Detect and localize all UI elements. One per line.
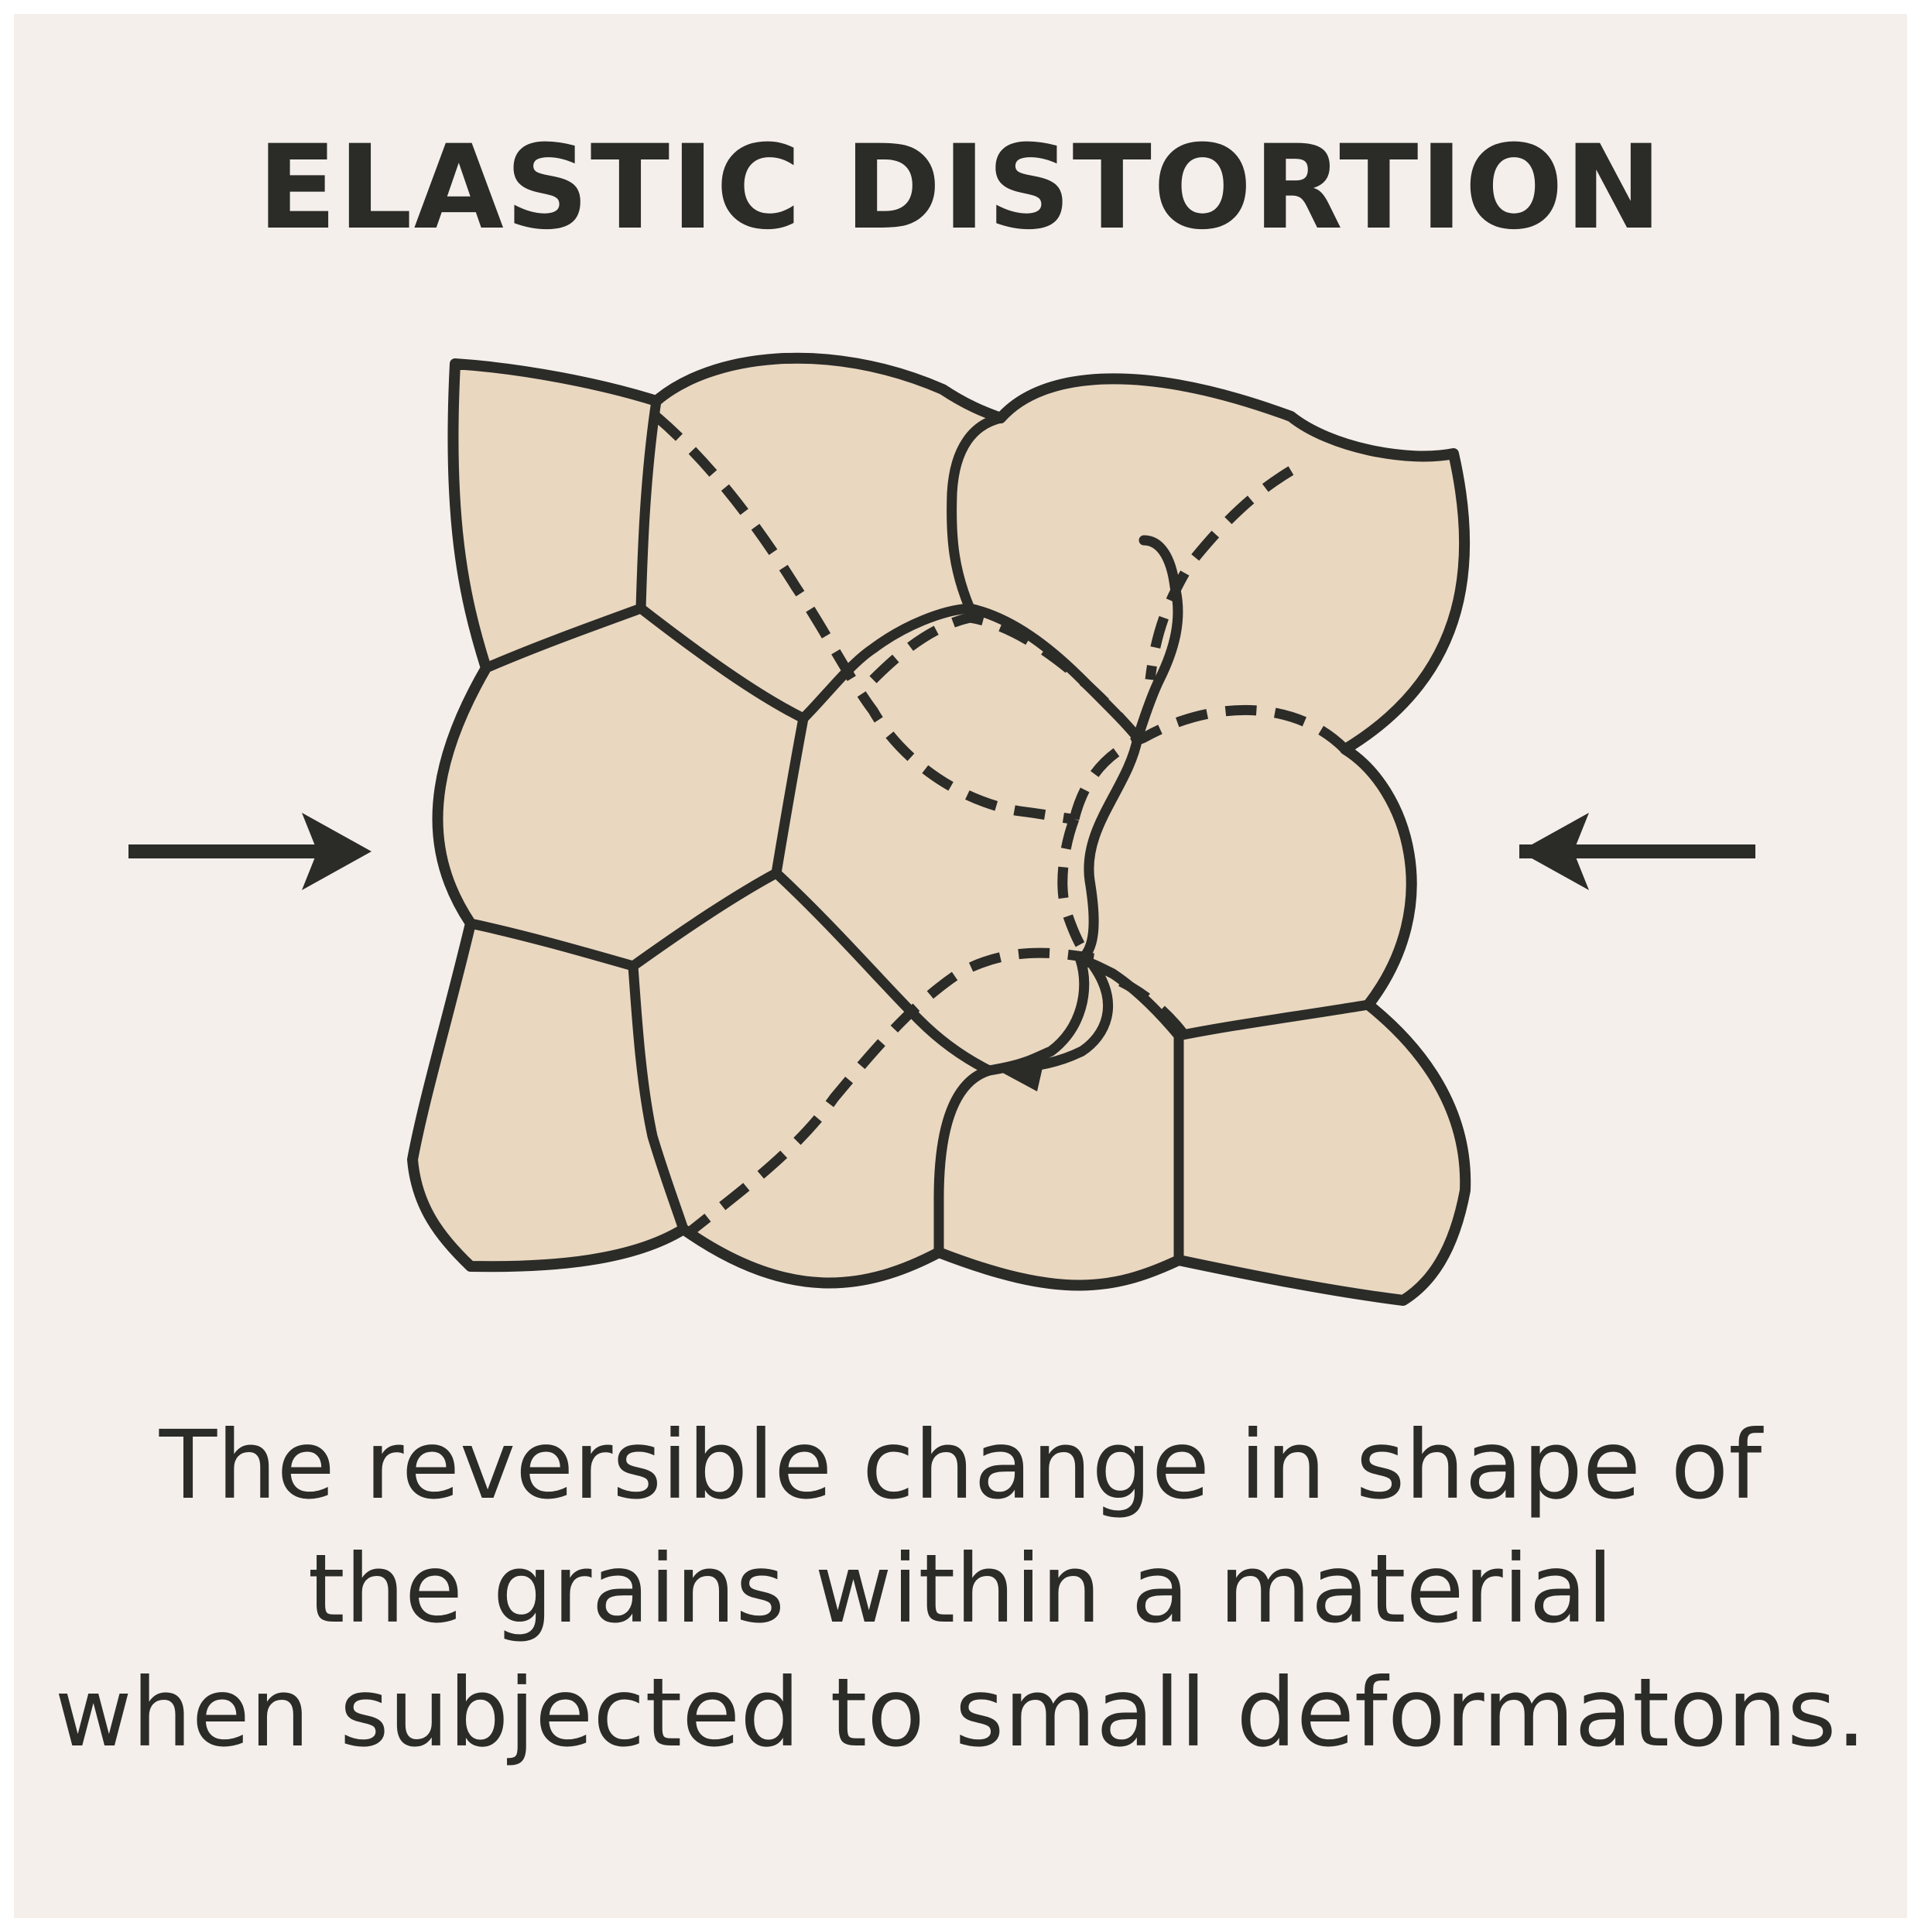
arrow-left-icon (1519, 813, 1755, 890)
grain-structure-diagram (128, 352, 1755, 1306)
distorted-boundaries (652, 413, 1349, 1242)
arrow-right-icon (128, 813, 372, 890)
caption-line-1: The reversible change in shape of (159, 1410, 1762, 1520)
diagram-card: ELASTIC DISTORTION (14, 14, 1907, 1918)
caption-line-2: the grains within a material (307, 1534, 1614, 1644)
caption-line-3: when subjected to small deformatons. (54, 1658, 1867, 1768)
grain-aggregate (407, 352, 1471, 1306)
rotation-arrowhead-icon (997, 1047, 1047, 1091)
grain-boundaries (465, 396, 1374, 1266)
diagram-caption: The reversible change in shape of the gr… (14, 1403, 1907, 1775)
diagram-title: ELASTIC DISTORTION (257, 121, 1664, 255)
